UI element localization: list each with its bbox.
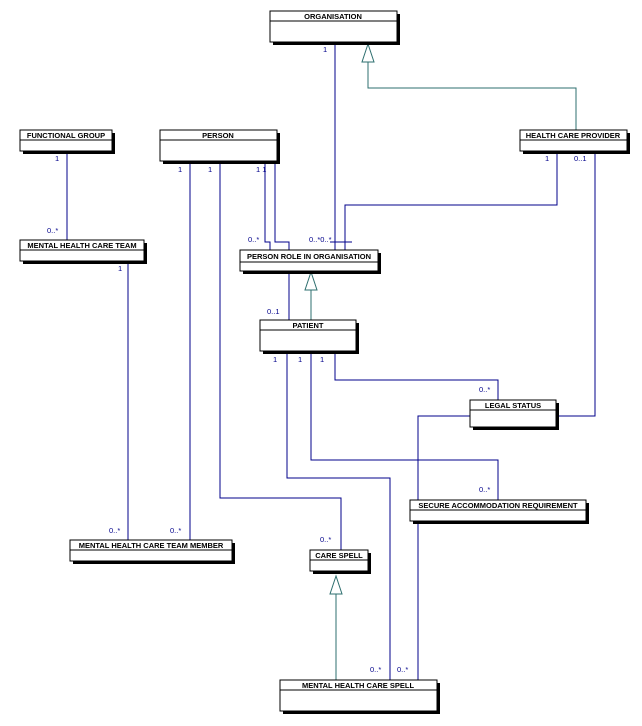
mult-fg-one: 1 bbox=[55, 154, 59, 163]
mult-org-one: 1 bbox=[323, 45, 327, 54]
class-mental-health-care-spell: MENTAL HEALTH CARE SPELL bbox=[279, 679, 440, 714]
mult-prio-zero-one: 0..1 bbox=[267, 307, 280, 316]
class-care-spell: CARE SPELL bbox=[309, 549, 371, 574]
class-mental-health-care-team-member: MENTAL HEALTH CARE TEAM MEMBER bbox=[69, 539, 235, 564]
class-name-mental-health-care-team-member: MENTAL HEALTH CARE TEAM MEMBER bbox=[79, 541, 224, 550]
link-person-to-patient bbox=[274, 163, 290, 320]
class-name-legal-status: LEGAL STATUS bbox=[485, 401, 541, 410]
mult-person-one-c: 1 1 bbox=[256, 165, 266, 174]
link-patient-to-secure-accommodation bbox=[310, 353, 499, 500]
mult-legal-status-many: 0..* bbox=[479, 385, 490, 394]
mult-mhct-one: 1 bbox=[118, 264, 122, 273]
class-name-health-care-provider: HEALTH CARE PROVIDER bbox=[526, 131, 621, 140]
association-lines bbox=[66, 43, 596, 680]
link-provider-to-role bbox=[344, 153, 558, 250]
class-functional-group: FUNCTIONAL GROUP bbox=[19, 129, 115, 154]
mult-mhct-many: 0..* bbox=[47, 226, 58, 235]
mult-patient-one-c: 1 bbox=[320, 355, 324, 364]
inherit-provider-to-organisation bbox=[367, 62, 577, 130]
class-secure-accommodation-requirement: SECURE ACCOMMODATION REQUIREMENT bbox=[409, 499, 589, 524]
link-person-to-care-spell bbox=[219, 163, 342, 550]
mult-patient-one-b: 1 bbox=[298, 355, 302, 364]
mult-prio-many-org: 0..*0..* bbox=[309, 235, 332, 244]
mult-hcp-one: 1 bbox=[545, 154, 549, 163]
link-person-to-role bbox=[264, 163, 271, 250]
class-name-person-role-in-organisation: PERSON ROLE IN ORGANISATION bbox=[247, 252, 371, 261]
link-patient-to-legal-status bbox=[334, 353, 499, 400]
class-name-patient: PATIENT bbox=[293, 321, 324, 330]
mult-person-one-b: 1 bbox=[208, 165, 212, 174]
generalization-arrow-care-spell bbox=[329, 574, 343, 595]
mult-member-many-team: 0..* bbox=[109, 526, 120, 535]
class-name-person: PERSON bbox=[202, 131, 234, 140]
mult-prio-many-person: 0..* bbox=[248, 235, 259, 244]
class-person: PERSON bbox=[159, 129, 280, 164]
mult-mhcs-many-hcp: 0..* bbox=[397, 665, 408, 674]
class-patient: PATIENT bbox=[259, 319, 359, 354]
mult-member-many-person: 0..* bbox=[170, 526, 181, 535]
mult-person-one-a: 1 bbox=[178, 165, 182, 174]
class-name-secure-accommodation-requirement: SECURE ACCOMMODATION REQUIREMENT bbox=[418, 501, 578, 510]
class-organisation: ORGANISATION bbox=[269, 10, 400, 45]
class-health-care-provider: HEALTH CARE PROVIDER bbox=[519, 129, 630, 154]
class-name-mental-health-care-team: MENTAL HEALTH CARE TEAM bbox=[27, 241, 136, 250]
link-patient-to-mh-care-spell bbox=[286, 353, 391, 680]
generalization-arrow-role bbox=[304, 270, 318, 291]
class-person-role-in-organisation: PERSON ROLE IN ORGANISATION bbox=[239, 249, 381, 274]
class-mental-health-care-team: MENTAL HEALTH CARE TEAM bbox=[19, 239, 147, 264]
class-name-functional-group: FUNCTIONAL GROUP bbox=[27, 131, 105, 140]
class-legal-status: LEGAL STATUS bbox=[469, 399, 559, 430]
generalization-arrow-organisation bbox=[361, 42, 375, 63]
class-name-organisation: ORGANISATION bbox=[304, 12, 362, 21]
mult-patient-one-a: 1 bbox=[273, 355, 277, 364]
class-name-mental-health-care-spell: MENTAL HEALTH CARE SPELL bbox=[302, 681, 415, 690]
mult-care-spell-many: 0..* bbox=[320, 535, 331, 544]
inheritance-lines bbox=[304, 42, 577, 680]
mult-hcp-zero-one: 0..1 bbox=[574, 154, 587, 163]
multiplicity-labels: 1 1 1 1 1 1 1 0..1 0..* 1 0..* 0..*0..* … bbox=[47, 45, 587, 674]
class-name-care-spell: CARE SPELL bbox=[315, 551, 363, 560]
mult-mhcs-many-patient: 0..* bbox=[370, 665, 381, 674]
mult-sar-many: 0..* bbox=[479, 485, 490, 494]
